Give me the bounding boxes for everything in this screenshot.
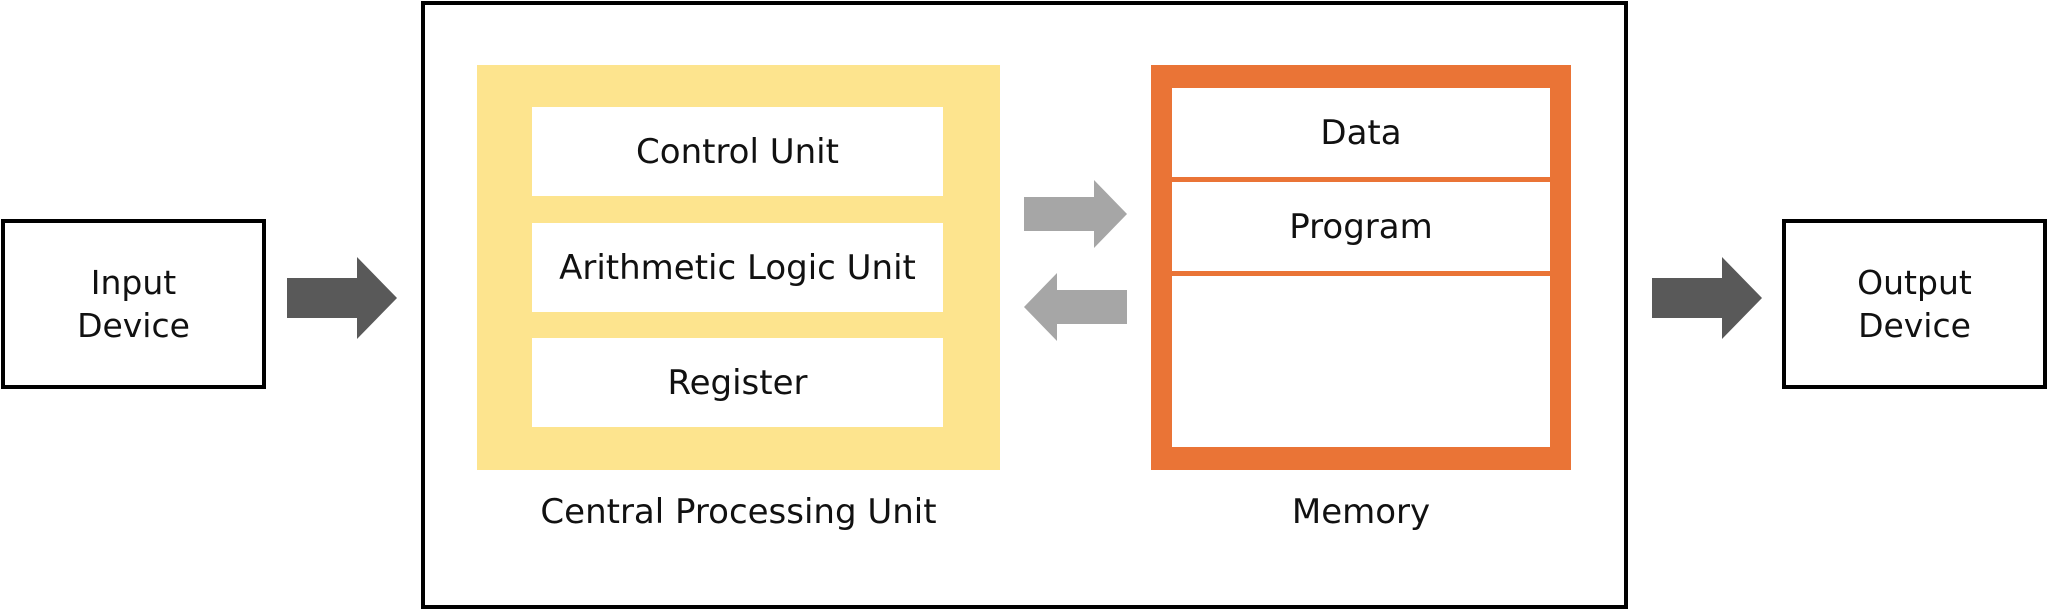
alu-box: Arithmetic Logic Unit (532, 223, 943, 312)
register-box: Register (532, 338, 943, 427)
memory-caption: Memory (1291, 492, 1431, 532)
memory-data-section: Data (1172, 88, 1550, 177)
memory-program-section: Program (1172, 182, 1550, 271)
arrow-shape (1024, 180, 1127, 248)
output-device-box: Output Device (1782, 219, 2047, 389)
alu-label: Arithmetic Logic Unit (559, 247, 916, 288)
memory-inner-area (1172, 88, 1550, 447)
memory-divider (1172, 271, 1550, 276)
cpu-to-memory-arrow (1024, 180, 1127, 248)
control-unit-box: Control Unit (532, 107, 943, 196)
input-to-cpu-arrow (287, 257, 397, 339)
arrow-shape (287, 257, 397, 339)
cpu-caption: Central Processing Unit (540, 492, 937, 532)
memory-data-label: Data (1320, 112, 1402, 153)
control-unit-label: Control Unit (636, 131, 839, 172)
arrow-shape (1652, 257, 1762, 339)
memory-program-label: Program (1289, 206, 1433, 247)
memory-to-cpu-arrow (1024, 273, 1127, 341)
register-label: Register (667, 362, 808, 403)
output-device-label: Output Device (1857, 263, 1972, 345)
cpu-to-output-arrow (1652, 257, 1762, 339)
input-device-label: Input Device (77, 263, 190, 345)
memory-divider (1172, 177, 1550, 182)
input-device-box: Input Device (1, 219, 266, 389)
arrow-shape (1024, 273, 1127, 341)
